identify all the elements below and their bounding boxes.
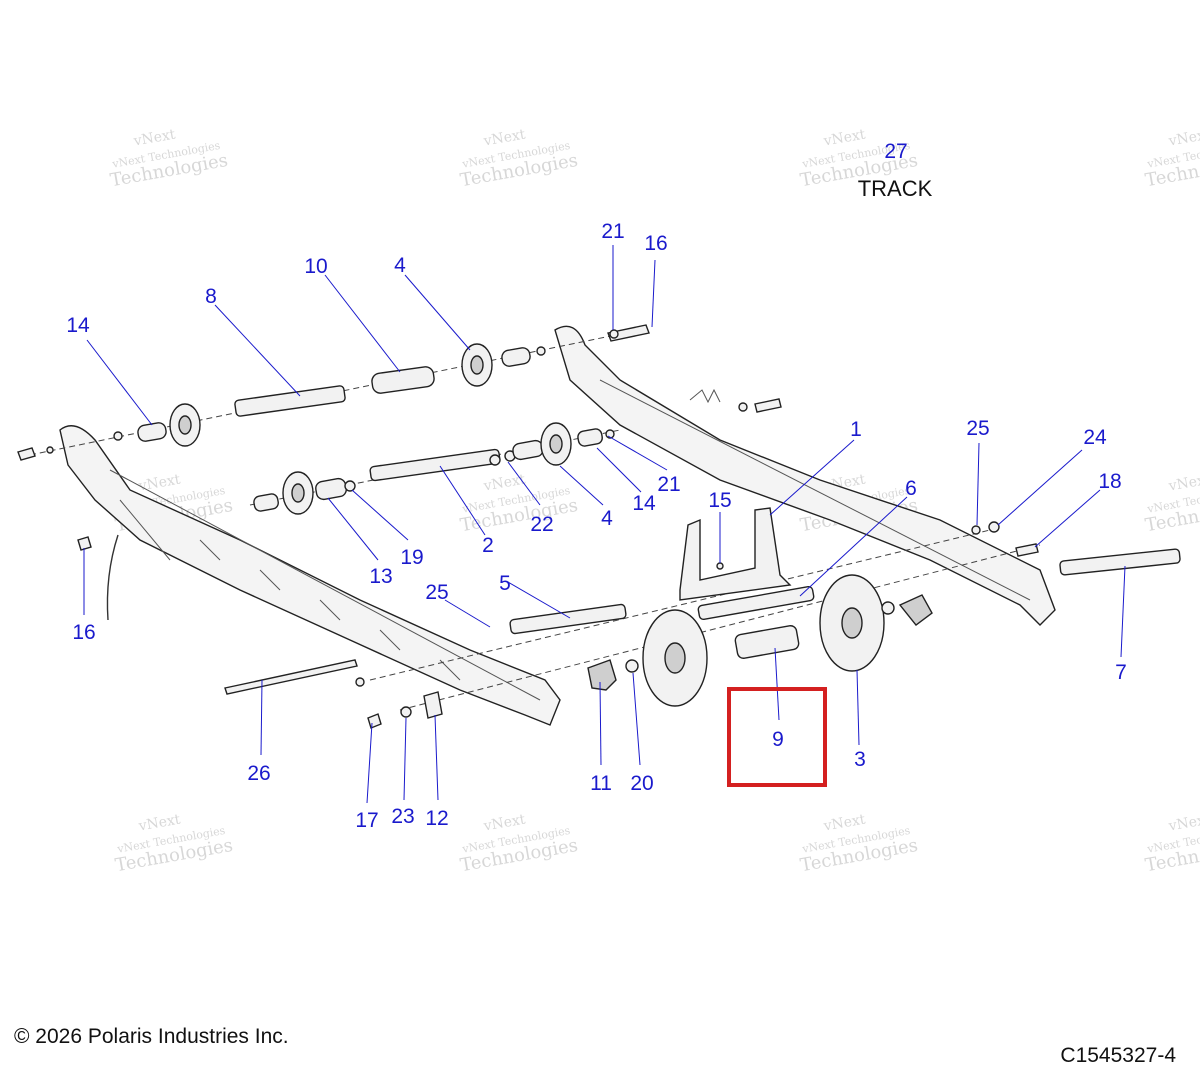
- callout-5[interactable]: 5: [499, 572, 511, 595]
- callout-19[interactable]: 19: [400, 546, 423, 569]
- callout-27[interactable]: 27: [884, 140, 907, 163]
- right-rail: [554, 325, 1056, 626]
- callout-3[interactable]: 3: [854, 748, 866, 771]
- watermark: vNext vNext Technologies Technologies: [1144, 811, 1200, 876]
- upper-shaft-assembly: [17, 343, 546, 461]
- track-title: TRACK: [858, 176, 933, 201]
- callout-21-upper[interactable]: 21: [601, 220, 624, 243]
- svg-text:vNext: vNext: [822, 811, 867, 834]
- highlight-box: [727, 687, 827, 787]
- cap-11: [587, 659, 617, 691]
- callout-21-lower[interactable]: 21: [657, 473, 680, 496]
- callout-11[interactable]: 11: [590, 772, 612, 795]
- leader-lines: [83, 245, 1126, 804]
- track-label: 27 TRACK: [858, 140, 933, 201]
- callout-10[interactable]: 10: [304, 255, 327, 278]
- svg-text:vNext: vNext: [1167, 471, 1200, 494]
- svg-text:vNext: vNext: [1167, 811, 1200, 834]
- callout-18[interactable]: 18: [1098, 470, 1121, 493]
- rear-axle-assembly: [77, 324, 1181, 729]
- svg-text:vNext: vNext: [137, 471, 182, 494]
- shaft-7: [1059, 548, 1181, 576]
- watermark: vNext vNext Technologies Technologies: [459, 126, 580, 191]
- callout-14-lower[interactable]: 14: [632, 492, 656, 515]
- svg-text:vNext: vNext: [132, 126, 177, 149]
- callout-15[interactable]: 15: [708, 489, 731, 512]
- watermark: vNext vNext Technologies Technologies: [109, 126, 230, 191]
- callout-7[interactable]: 7: [1115, 661, 1127, 684]
- callout-4-lower[interactable]: 4: [601, 507, 613, 530]
- drawing-number: C1545327-4: [1060, 1044, 1176, 1067]
- left-rail: [59, 425, 561, 726]
- callout-20[interactable]: 20: [630, 772, 653, 795]
- watermark: vNext vNext Technologies Technologies: [1144, 471, 1200, 536]
- callout-16-lower[interactable]: 16: [72, 621, 95, 644]
- callout-25-left[interactable]: 25: [425, 581, 448, 604]
- callout-2[interactable]: 2: [482, 534, 494, 557]
- watermark: vNext vNext Technologies Technologies: [459, 811, 580, 876]
- axle-5: [509, 603, 627, 635]
- svg-text:vNext: vNext: [137, 811, 182, 834]
- bolt-16-upper: [17, 447, 36, 461]
- callout-8[interactable]: 8: [205, 285, 217, 308]
- callout-24[interactable]: 24: [1083, 426, 1107, 449]
- watermark: vNext vNext Technologies Technologies: [799, 811, 920, 876]
- callout-1[interactable]: 1: [850, 418, 862, 441]
- watermark: vNext vNext Technologies Technologies: [459, 471, 580, 536]
- svg-text:vNext: vNext: [482, 471, 527, 494]
- callout-13[interactable]: 13: [369, 565, 392, 588]
- bracket-1: [679, 507, 792, 601]
- svg-text:vNext: vNext: [822, 126, 867, 149]
- callout-22[interactable]: 22: [530, 513, 553, 536]
- callout-17[interactable]: 17: [355, 809, 378, 832]
- middle-shaft-assembly: [253, 422, 615, 515]
- callout-16-upper[interactable]: 16: [644, 232, 667, 255]
- svg-text:vNext: vNext: [1167, 126, 1200, 149]
- watermark: vNext vNext Technologies Technologies: [114, 811, 235, 876]
- axle-6: [697, 585, 815, 621]
- watermark: vNext vNext Technologies Technologies: [1144, 126, 1200, 191]
- callout-9[interactable]: 9: [772, 728, 784, 751]
- spacer-9: [734, 625, 800, 659]
- callout-labels: 1 2 3 4 4 5 6 7 8 9 10 11 12 13 14 14 15…: [66, 220, 1127, 832]
- callout-4-upper[interactable]: 4: [394, 254, 406, 277]
- callout-12[interactable]: 12: [425, 807, 448, 830]
- bolt-26: [224, 659, 358, 695]
- callout-26[interactable]: 26: [247, 762, 270, 785]
- svg-text:vNext: vNext: [482, 811, 527, 834]
- callout-23[interactable]: 23: [391, 805, 414, 828]
- svg-text:vNext: vNext: [482, 126, 527, 149]
- callout-14-upper[interactable]: 14: [66, 314, 90, 337]
- callout-6[interactable]: 6: [905, 477, 917, 500]
- copyright-notice: © 2026 Polaris Industries Inc.: [14, 1025, 289, 1048]
- callout-25-right[interactable]: 25: [966, 417, 989, 440]
